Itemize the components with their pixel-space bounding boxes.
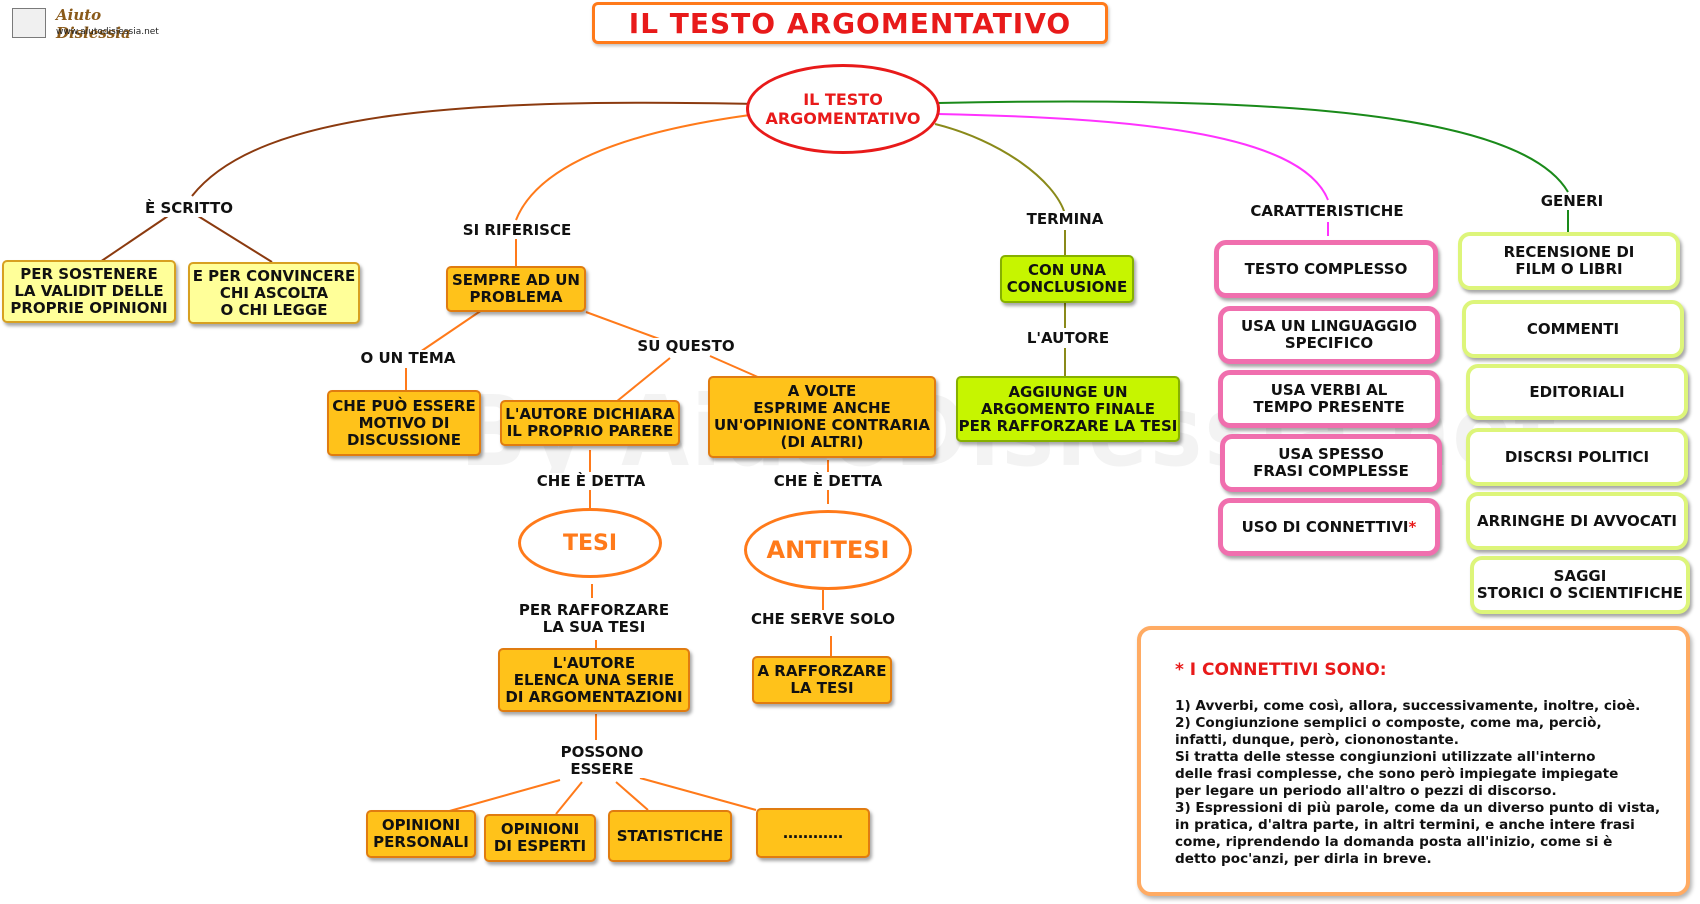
asterisk-mark: * — [1408, 517, 1417, 536]
site-logo: Aiuto Dislessia www.aiutodislessia.net — [12, 6, 172, 42]
branch-line-scritto — [191, 101, 761, 197]
node-antitesi-text: ANTITESI — [766, 536, 890, 564]
branch-line-riferisce — [515, 114, 751, 221]
node-tesi-text: TESI — [562, 530, 618, 556]
node-testo-complesso: TESTO COMPLESSO — [1214, 240, 1438, 298]
label-l-autore: L'AUTORE — [1018, 330, 1118, 347]
node-arringhe: ARRINGHE DI AVVOCATI — [1466, 492, 1688, 550]
node-recensione: RECENSIONE DI FILM O LIBRI — [1458, 232, 1680, 290]
node-per-convincere: E PER CONVINCERE CHI ASCOLTA O CHI LEGGE — [188, 262, 360, 324]
note-list: 1) Avverbi, come così, allora, successiv… — [1175, 698, 1666, 868]
label-si-riferisce: SI RIFERISCE — [450, 222, 584, 239]
label-detta-tesi: CHE È DETTA — [530, 473, 652, 490]
book-icon — [12, 8, 46, 38]
label-o-un-tema: O UN TEMA — [356, 350, 460, 367]
node-opinione-contraria: A VOLTE ESPRIME ANCHE UN'OPINIONE CONTRA… — [708, 376, 936, 458]
central-node-text: IL TESTO ARGOMENTATIVO — [765, 90, 921, 128]
page-title: IL TESTO ARGOMENTATIVO — [592, 2, 1108, 44]
node-conclusione: CON UNA CONCLUSIONE — [1000, 255, 1134, 303]
node-frasi-complesse: USA SPESSO FRASI COMPLESSE — [1220, 434, 1442, 492]
node-tempo-presente: USA VERBI AL TEMPO PRESENTE — [1218, 370, 1440, 428]
branch-line-caratteristiche — [937, 113, 1329, 201]
label-per-rafforzare: PER RAFFORZARE LA SUA TESI — [512, 602, 676, 636]
logo-url: www.aiutodislessia.net — [56, 27, 159, 37]
note-title: * I CONNETTIVI SONO: — [1175, 660, 1387, 680]
node-antitesi: ANTITESI — [744, 510, 912, 590]
label-detta-antitesi: CHE È DETTA — [766, 473, 890, 490]
node-argomentazioni: L'AUTORE ELENCA UNA SERIE DI ARGOMENTAZI… — [498, 648, 690, 712]
central-node: IL TESTO ARGOMENTATIVO — [746, 64, 940, 154]
node-statistiche: STATISTICHE — [608, 810, 732, 862]
label-termina: TERMINA — [1018, 211, 1112, 228]
node-motivo-discussione: CHE PUÒ ESSERE MOTIVO DI DISCUSSIONE — [327, 390, 481, 456]
label-possono-essere: POSSONO ESSERE — [548, 744, 656, 778]
note-item: 1) Avverbi, come così, allora, successiv… — [1175, 698, 1641, 714]
node-uso-connettivi-text: USO DI CONNETTIVI — [1241, 517, 1409, 536]
label-caratteristiche: CARATTERISTICHE — [1240, 203, 1414, 220]
node-uso-connettivi: USO DI CONNETTIVI* — [1218, 498, 1440, 556]
node-discorsi-politici: DISCRSI POLITICI — [1466, 428, 1688, 486]
node-rafforzare-tesi: A RAFFORZARE LA TESI — [752, 656, 892, 704]
node-argomento-finale: AGGIUNGE UN ARGOMENTO FINALE PER RAFFORZ… — [956, 376, 1180, 442]
logo-name: Aiuto Dislessia — [56, 6, 131, 42]
connettivi-note: * I CONNETTIVI SONO: 1) Avverbi, come co… — [1137, 626, 1690, 896]
node-saggi: SAGGI STORICI O SCIENTIFICHE — [1470, 556, 1690, 614]
node-autore-dichiara: L'AUTORE DICHIARA IL PROPRIO PARERE — [500, 400, 680, 446]
node-opinioni-personali: OPINIONI PERSONALI — [366, 810, 476, 858]
label-generi: GENERI — [1530, 193, 1614, 210]
label-su-questo: SU QUESTO — [634, 338, 738, 355]
node-altro: ………… — [756, 808, 870, 858]
node-linguaggio-specifico: USA UN LINGUAGGIO SPECIFICO — [1218, 306, 1440, 364]
note-item: 2) Congiunzione semplici o composte, com… — [1175, 715, 1619, 799]
node-per-sostenere: PER SOSTENERE LA VALIDIT DELLE PROPRIE O… — [2, 260, 176, 323]
page-title-text: IL TESTO ARGOMENTATIVO — [628, 6, 1072, 40]
note-item: 3) Espressioni di più parole, come da un… — [1175, 800, 1661, 867]
node-commenti: COMMENTI — [1462, 300, 1684, 358]
node-editoriali: EDITORIALI — [1466, 364, 1688, 420]
node-problema: SEMPRE AD UN PROBLEMA — [446, 266, 586, 312]
branch-line-termina — [934, 123, 1066, 215]
label-scritto: È SCRITTO — [138, 200, 240, 217]
node-opinioni-esperti: OPINIONI DI ESPERTI — [484, 814, 596, 862]
label-serve-solo: CHE SERVE SOLO — [746, 611, 900, 628]
node-tesi: TESI — [518, 508, 662, 578]
branch-line-generi — [937, 100, 1569, 193]
